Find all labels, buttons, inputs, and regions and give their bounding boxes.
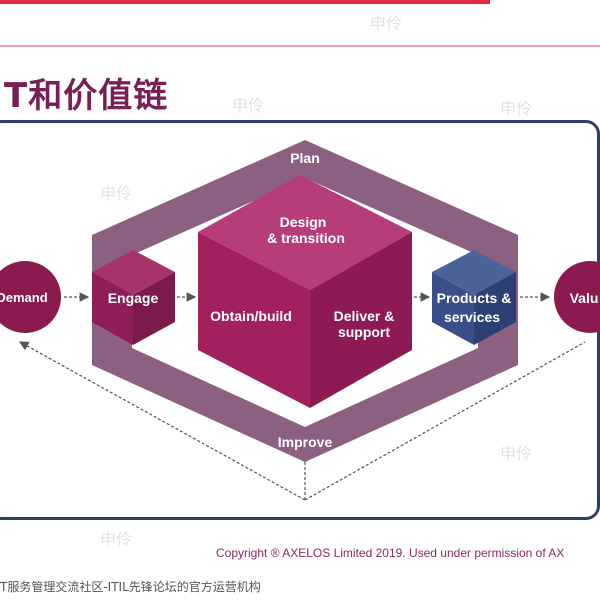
improve-label: Improve [278, 434, 333, 450]
watermark: 申伶 [370, 14, 403, 33]
slide-title: T和价值链 [4, 76, 169, 116]
demand-label: Demand [0, 290, 48, 305]
products-label-line1: Products & [437, 290, 512, 306]
watermark: 申伶 [500, 99, 533, 118]
value-circle [554, 261, 600, 333]
design-label-line2: & transition [267, 230, 345, 246]
engage-label: Engage [108, 290, 159, 306]
products-label-line2: services [444, 309, 500, 325]
top-accent-line [0, 0, 490, 4]
watermark: 申伶 [100, 184, 133, 203]
products-cube [432, 250, 516, 345]
feedback-loop-right [304, 341, 586, 501]
header-divider [0, 45, 600, 47]
footer-caption: T服务管理交流社区-ITIL先锋论坛的官方运营机构 [0, 580, 261, 594]
demand-circle [0, 261, 61, 333]
watermark: 申伶 [100, 530, 133, 549]
plan-label: Plan [290, 150, 320, 166]
engage-cube [92, 250, 175, 345]
copyright-text: Copyright ® AXELOS Limited 2019. Used un… [216, 546, 565, 560]
central-cube [198, 175, 412, 408]
watermark: 申伶 [500, 444, 533, 463]
deliver-label-line2: support [338, 324, 390, 340]
feedback-loop-left [18, 341, 306, 501]
obtain-label: Obtain/build [210, 308, 292, 324]
design-label-line1: Design [280, 214, 327, 230]
deliver-label-line1: Deliver & [334, 308, 395, 324]
value-label: Valu [570, 290, 599, 306]
watermark: 申伶 [232, 96, 265, 115]
